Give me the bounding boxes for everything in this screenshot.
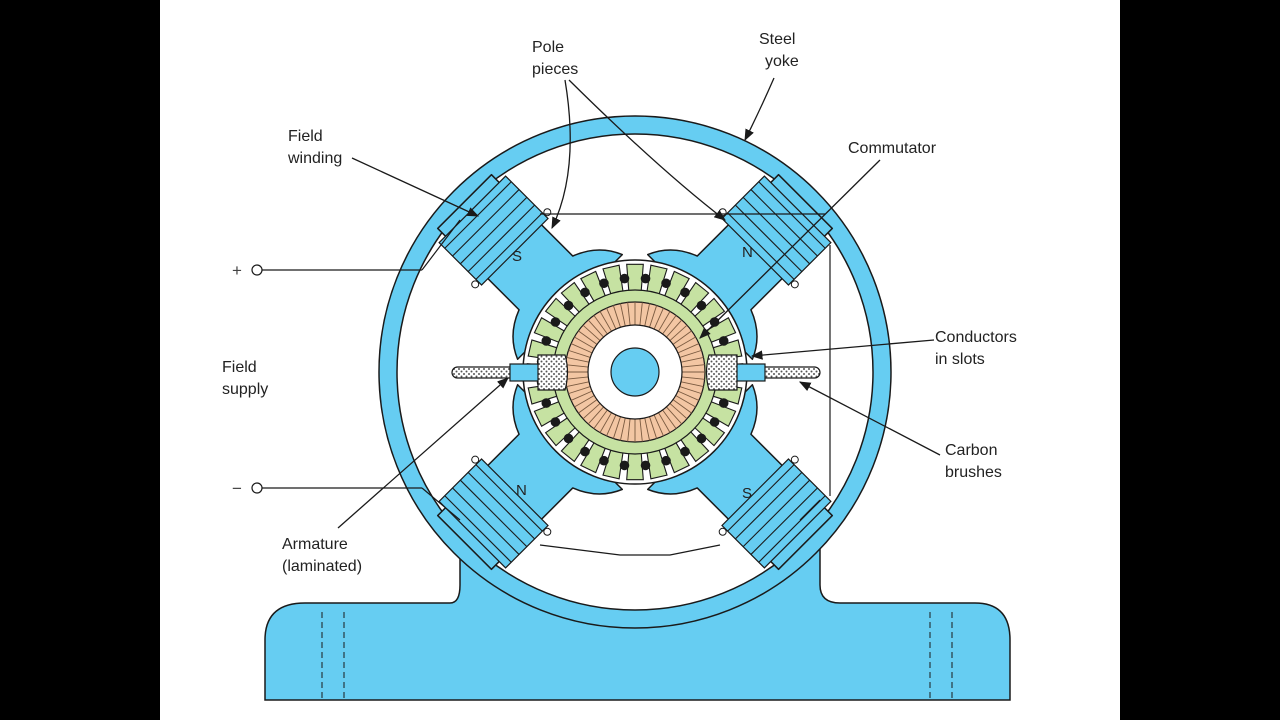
plus-terminal-label: + xyxy=(232,261,242,280)
field-poles xyxy=(436,173,834,571)
field-supply-label-1: Field xyxy=(222,359,257,376)
armature-teeth xyxy=(526,263,744,481)
conductor xyxy=(599,278,609,289)
shaft xyxy=(610,347,660,397)
conductor xyxy=(619,273,630,284)
conductor xyxy=(580,446,590,457)
pole-label-bottom-left: N xyxy=(516,482,527,499)
field-wiring xyxy=(251,213,831,556)
conductor xyxy=(696,300,707,311)
diagram-canvas: Pole pieces Steel yoke Field winding Com… xyxy=(160,0,1120,720)
pole-bottom-right xyxy=(646,383,834,571)
conductor xyxy=(599,455,609,466)
field-winding xyxy=(438,175,552,289)
right-brush-holder xyxy=(734,363,766,382)
pole-pieces-label-2: pieces xyxy=(532,61,578,78)
steel-yoke-label-2: yoke xyxy=(765,53,799,70)
conductor xyxy=(680,446,690,457)
conductor xyxy=(640,273,651,284)
conductor xyxy=(550,417,561,427)
conductor xyxy=(696,433,707,444)
conductor xyxy=(718,398,729,408)
carbon-brushes xyxy=(451,354,821,391)
conductor xyxy=(563,300,574,311)
conductor xyxy=(541,336,552,346)
field-winding xyxy=(438,455,552,569)
pole-label-top-left: S xyxy=(512,248,522,265)
conductor xyxy=(580,287,590,298)
commutator-segments xyxy=(565,302,705,442)
conductor xyxy=(718,336,729,346)
field-winding-label-1: Field xyxy=(288,128,323,145)
field-winding-label-2: winding xyxy=(287,150,342,167)
conductors-label-2: in slots xyxy=(935,351,985,368)
dc-motor-diagram: Pole pieces Steel yoke Field winding Com… xyxy=(222,31,1017,701)
pole-label-bottom-right: S xyxy=(742,485,752,502)
minus-terminal-label: − xyxy=(232,479,242,498)
base-bolt-lines xyxy=(321,612,953,700)
conductor xyxy=(661,455,671,466)
left-brush-holder xyxy=(509,363,541,382)
left-carbon-brush xyxy=(537,354,569,391)
conductors-label-1: Conductors xyxy=(935,329,1017,346)
field-supply-label-2: supply xyxy=(222,381,268,398)
pole-pieces-label-1: Pole xyxy=(532,39,564,56)
conductor xyxy=(709,317,720,327)
conductor xyxy=(709,417,720,427)
armature-label-1: Armature xyxy=(282,536,348,553)
conductor xyxy=(619,460,630,471)
commutator-label: Commutator xyxy=(848,140,937,157)
steel-yoke-label-1: Steel xyxy=(759,31,795,48)
conductor xyxy=(680,287,690,298)
field-winding xyxy=(718,455,832,569)
pole-label-top-right: N xyxy=(742,244,753,261)
conductor xyxy=(661,278,671,289)
conductor xyxy=(550,317,561,327)
armature-label-2: (laminated) xyxy=(282,558,362,575)
carbon-brushes-label-2: brushes xyxy=(945,464,1002,481)
conductor xyxy=(541,398,552,408)
leader-lines xyxy=(337,77,941,529)
right-carbon-brush xyxy=(705,354,738,391)
carbon-brushes-label-1: Carbon xyxy=(945,442,997,459)
pole-top-left xyxy=(436,173,624,361)
conductor xyxy=(640,460,651,471)
conductor xyxy=(563,433,574,444)
